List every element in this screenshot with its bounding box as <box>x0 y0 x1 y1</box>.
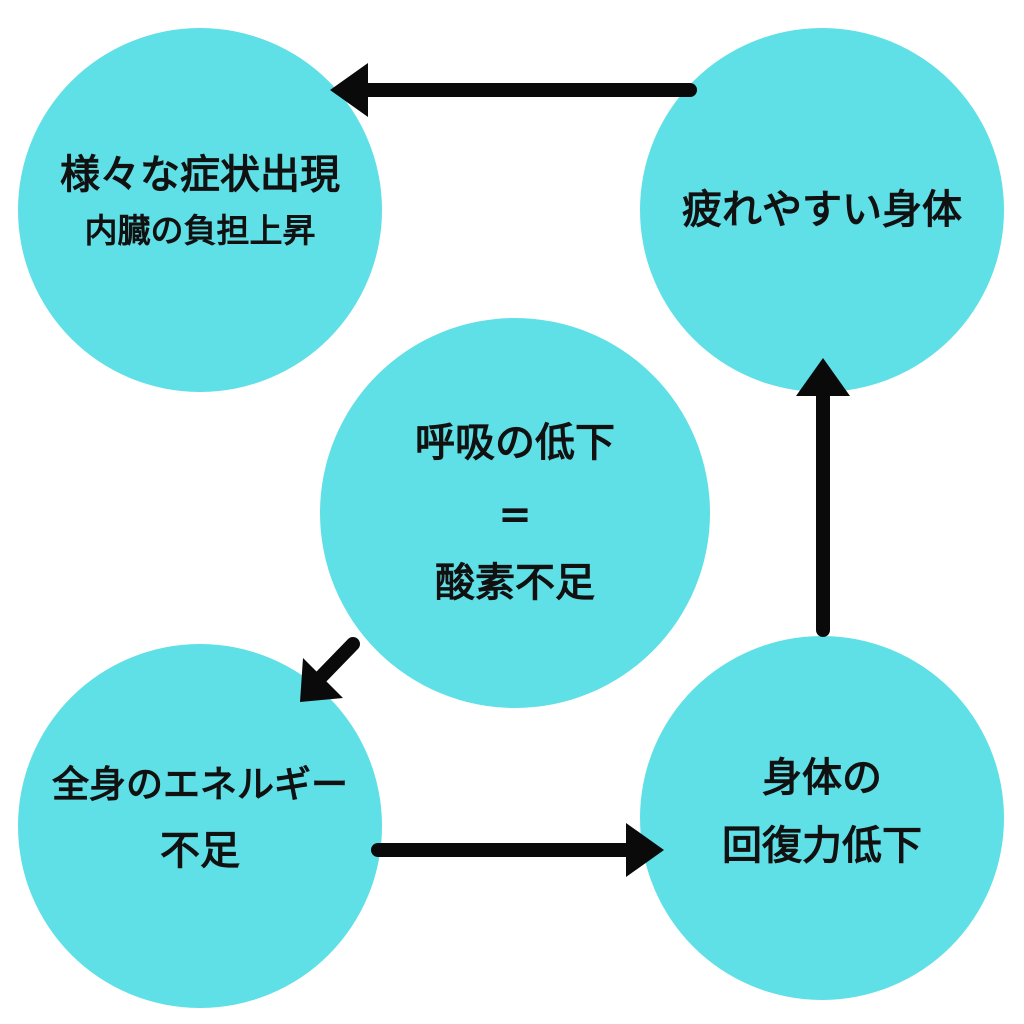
node-top-left-line1: 様々な症状出現 <box>60 152 340 199</box>
node-center-line3: 酸素不足 <box>435 560 595 606</box>
node-top-left: 様々な症状出現 内臓の負担上昇 <box>18 28 382 392</box>
arrow-top-right-to-top-left <box>330 63 697 117</box>
node-center-line1: 呼吸の低下 <box>415 420 615 466</box>
node-bottom-right-line2: 回復力低下 <box>722 823 922 869</box>
arrow-bottom-right-to-top-right <box>796 358 850 637</box>
node-bottom-left-line2: 不足 <box>160 828 240 875</box>
node-bottom-right-line1: 身体の <box>762 755 882 801</box>
arrow-bottom-left-to-bottom-right <box>371 823 664 877</box>
node-top-right-line1: 疲れやすい身体 <box>682 187 962 233</box>
node-center-line2: = <box>498 492 532 538</box>
node-top-right: 疲れやすい身体 <box>640 28 1004 392</box>
node-bottom-left: 全身のエネルギー 不足 <box>18 644 382 1008</box>
node-bottom-right: 身体の 回復力低下 <box>640 636 1004 1000</box>
node-top-left-line2: 内臓の負担上昇 <box>84 211 316 251</box>
node-bottom-left-line1: 全身のエネルギー <box>52 762 348 806</box>
node-center: 呼吸の低下 = 酸素不足 <box>320 318 710 708</box>
